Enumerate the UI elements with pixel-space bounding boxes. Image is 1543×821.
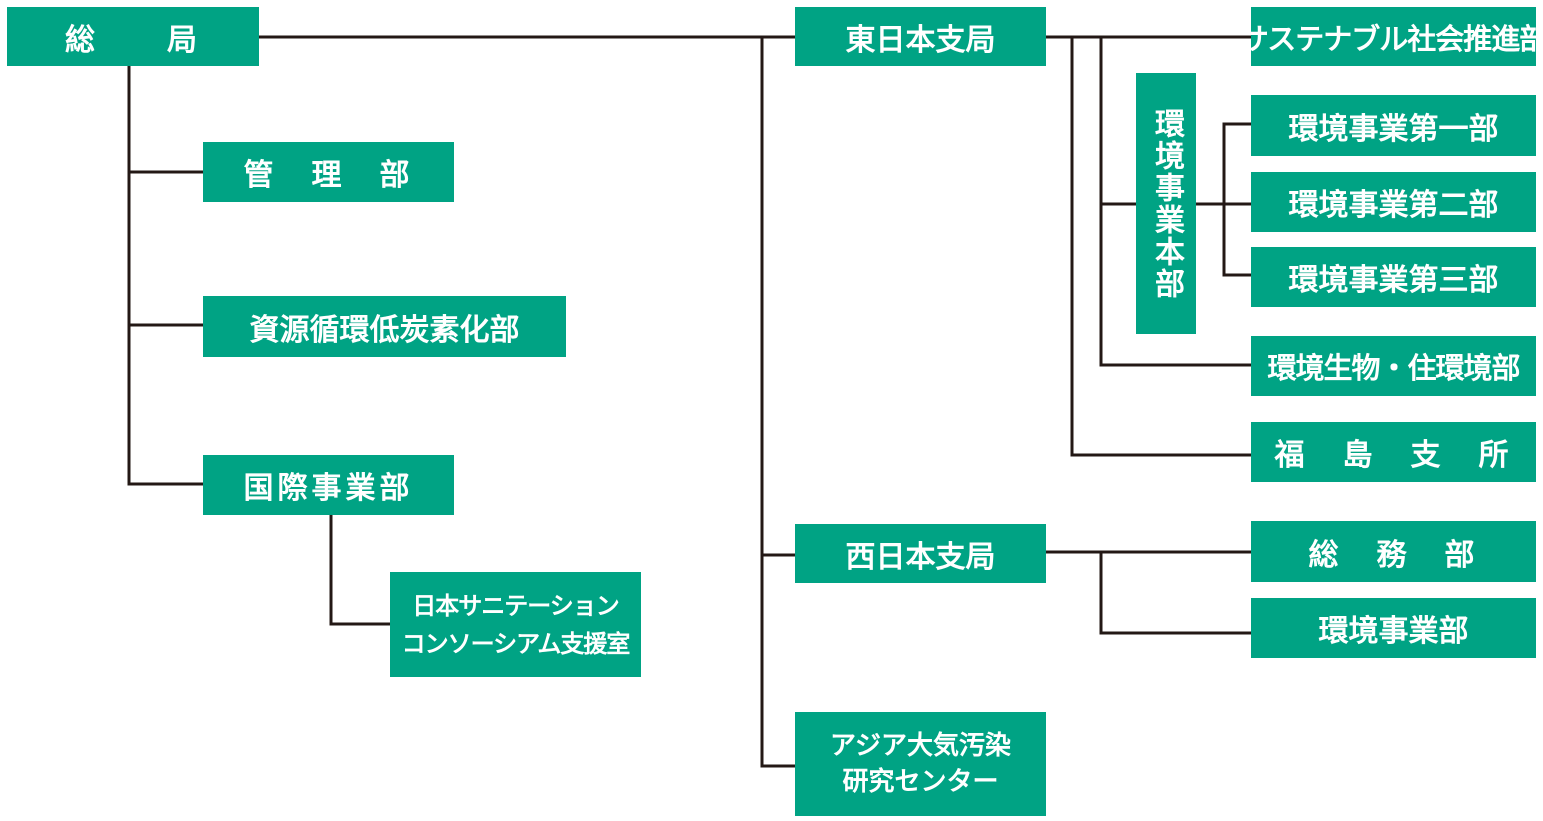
resource-recycling-dept-label: 資源循環低炭素化部: [249, 312, 520, 348]
east-japan-branch-box: 東日本支局: [795, 7, 1046, 66]
environmental-business-dept2-label: 環境事業第二部: [1288, 188, 1499, 223]
asia-air-pollution-center-line2: 研究センター: [842, 767, 999, 797]
west-general-affairs-dept-label: 総 務 部: [1308, 537, 1479, 573]
international-dept-box: 国際事業部: [203, 455, 454, 515]
west-japan-branch-label: 西日本支局: [845, 539, 996, 575]
management-dept-box: 管 理 部: [203, 142, 454, 202]
environmental-business-hq-label: 環境事業本部: [1149, 107, 1184, 300]
fukushima-office-label: 福 島 支 所: [1274, 438, 1513, 473]
environmental-business-dept1-box: 環境事業第一部: [1251, 95, 1536, 156]
sustainable-society-dept-label: サステナブル社会推進部: [1251, 21, 1536, 56]
environmental-biology-dept-box: 環境生物・住環境部: [1251, 336, 1536, 396]
international-dept-label: 国際事業部: [243, 471, 414, 506]
environmental-business-hq-box: 環境事業本部: [1136, 73, 1196, 334]
management-dept-label: 管 理 部: [243, 158, 414, 193]
environmental-biology-dept-label: 環境生物・住環境部: [1267, 351, 1520, 385]
general-bureau-label: 総 局: [65, 22, 201, 58]
general-bureau-box: 総 局: [7, 7, 259, 66]
environmental-business-dept2-box: 環境事業第二部: [1251, 172, 1536, 232]
environmental-business-dept1-label: 環境事業第一部: [1288, 111, 1499, 147]
west-environmental-business-dept-box: 環境事業部: [1251, 598, 1536, 658]
east-japan-branch-label: 東日本支局: [845, 22, 996, 58]
environmental-business-dept3-box: 環境事業第三部: [1251, 247, 1536, 307]
west-japan-branch-box: 西日本支局: [795, 524, 1046, 583]
fukushima-office-box: 福 島 支 所: [1251, 422, 1536, 482]
asia-air-pollution-center-line1: アジア大気汚染: [830, 731, 1011, 761]
environmental-business-dept3-label: 環境事業第三部: [1288, 263, 1499, 298]
resource-recycling-dept-box: 資源循環低炭素化部: [203, 296, 566, 357]
sanitation-consortium-line2: コンソーシアム支援室: [401, 629, 631, 658]
west-environmental-business-dept-label: 環境事業部: [1318, 614, 1469, 649]
sanitation-consortium-line1: 日本サニテーション: [412, 591, 620, 620]
asia-air-pollution-center-box: アジア大気汚染 研究センター: [795, 712, 1046, 816]
west-general-affairs-dept-box: 総 務 部: [1251, 521, 1536, 582]
sanitation-consortium-box: 日本サニテーション コンソーシアム支援室: [390, 572, 641, 677]
sustainable-society-dept-box: サステナブル社会推進部: [1251, 7, 1536, 66]
